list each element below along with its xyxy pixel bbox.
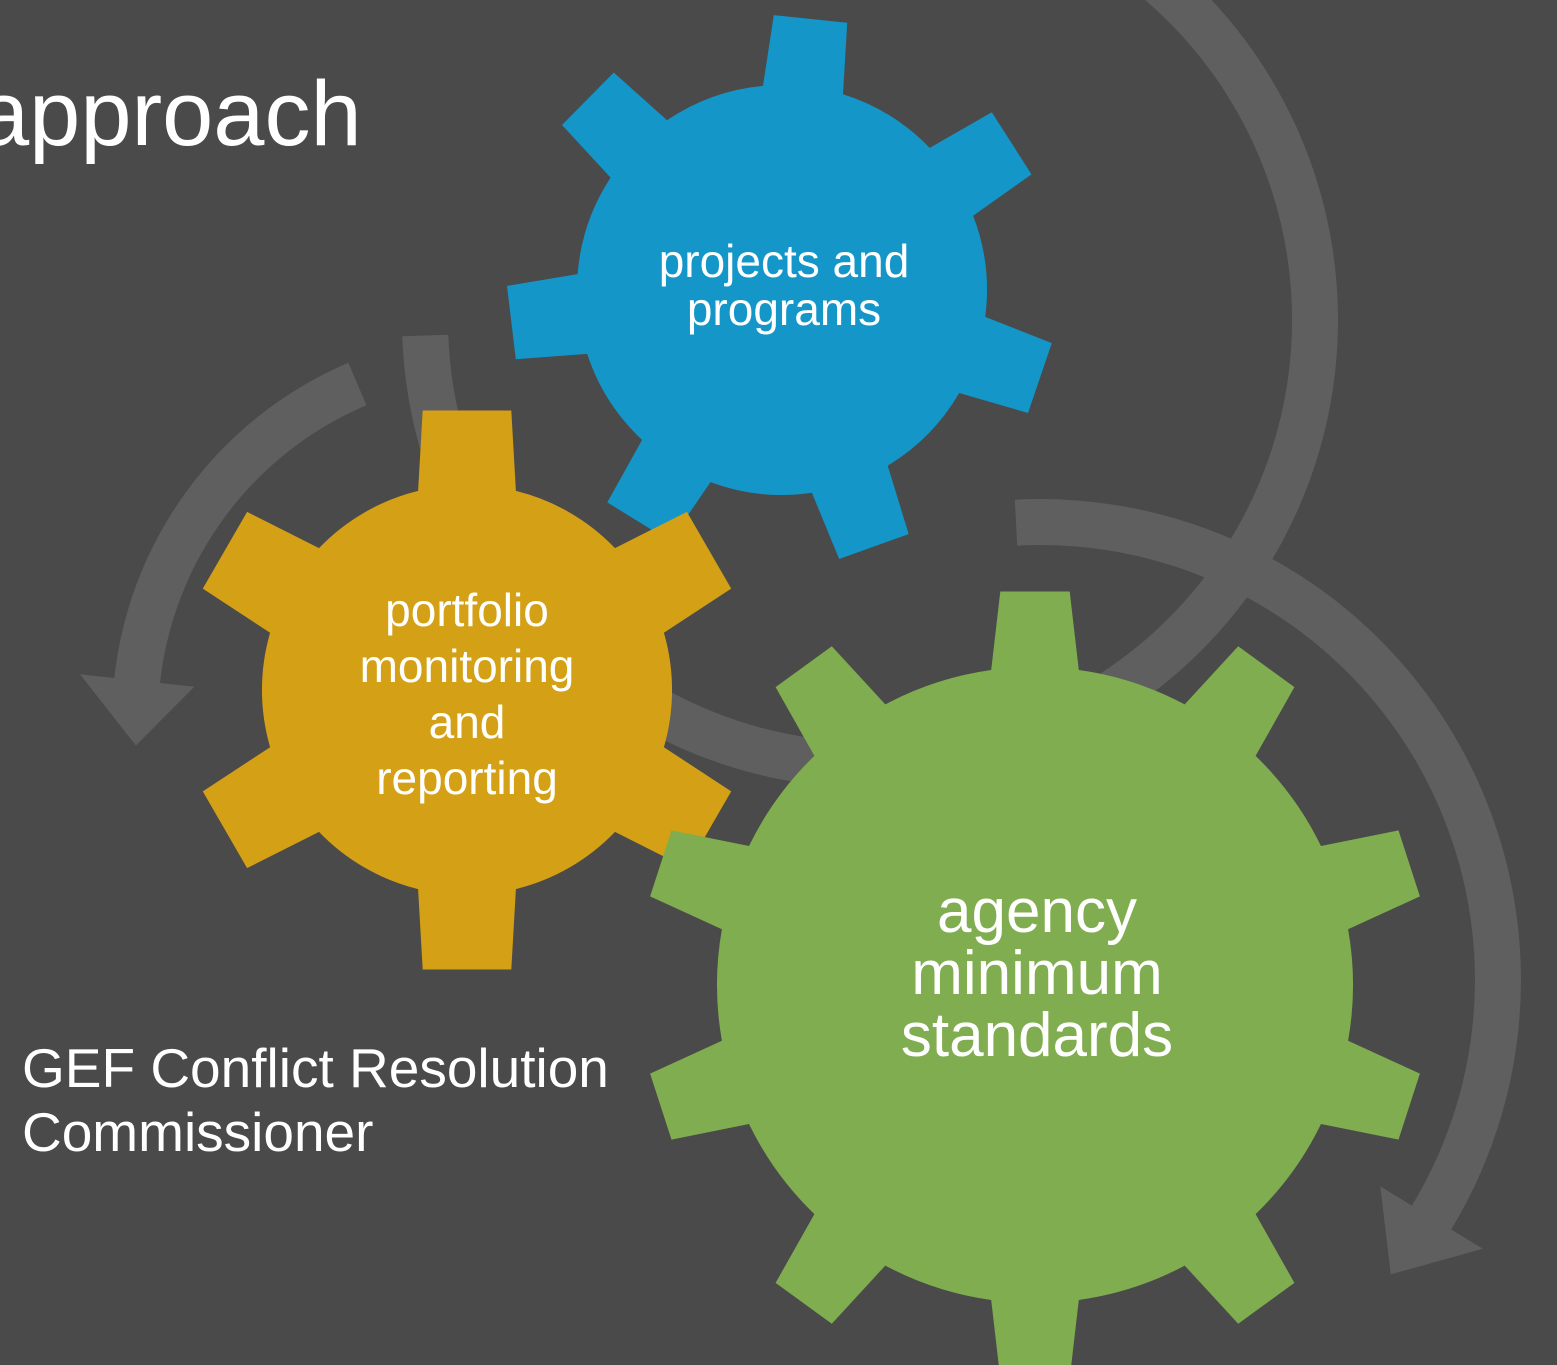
gear-label-line: standards — [901, 1001, 1173, 1070]
gear-label-line: programs — [687, 283, 881, 335]
gear-label-line: portfolio — [385, 584, 549, 636]
gear-label-line: projects and — [659, 235, 910, 287]
gear-label-line: agency — [937, 877, 1137, 946]
gear-label-line: monitoring — [360, 640, 575, 692]
caption-line: Commissioner — [22, 1101, 374, 1163]
caption-text: GEF Conflict Resolution Commissioner — [22, 1036, 609, 1164]
gear-shape-portfolio — [202, 410, 732, 970]
slide-title: approach — [0, 63, 362, 165]
gear-label-line: minimum — [911, 939, 1162, 1008]
cycle-arrow-left — [80, 362, 367, 746]
gear-shape-agency — [650, 591, 1420, 1365]
cycle-arrow-top — [402, 0, 1339, 788]
gear-shape-projects — [507, 15, 1052, 560]
gear-label-line: reporting — [376, 752, 558, 804]
gear-label-line: and — [429, 696, 506, 748]
caption-line: GEF Conflict Resolution — [22, 1037, 609, 1099]
cycle-arrows — [80, 0, 1521, 1275]
cycle-arrow-right — [1014, 499, 1521, 1275]
